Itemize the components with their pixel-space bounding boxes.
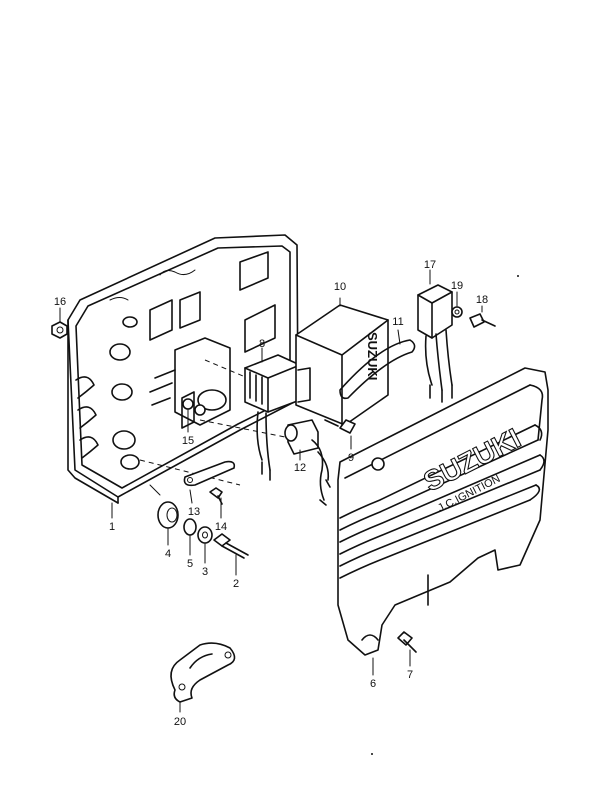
cdi-unit-part-10: SUZUKI	[295, 304, 389, 426]
electrical-base-part-1	[67, 234, 301, 504]
callout-5: 5	[187, 558, 193, 570]
bracket-part-20	[170, 642, 236, 703]
callout-19: 19	[451, 280, 463, 292]
callout-7: 7	[407, 669, 413, 681]
speck	[517, 275, 519, 277]
rectifier-part-8	[244, 354, 301, 481]
callout-13: 13	[188, 506, 200, 518]
speck	[371, 753, 373, 755]
callout-11: 11	[392, 316, 403, 328]
nut-part-16	[51, 321, 68, 339]
callout-9: 9	[348, 452, 354, 464]
callout-10: 10	[334, 281, 346, 293]
screw-part-9	[339, 419, 356, 434]
washer-part-19	[451, 306, 463, 318]
callout-8: 8	[259, 338, 265, 350]
grommet-part-4	[157, 501, 179, 529]
callout-18: 18	[476, 294, 488, 306]
screw-part-14	[209, 487, 223, 499]
collar-part-5	[183, 518, 197, 536]
callout-20: 20	[174, 716, 186, 728]
washer-part-3	[197, 526, 213, 544]
callout-16: 16	[54, 296, 66, 308]
callout-1: 1	[109, 521, 115, 533]
nut-part-15	[182, 398, 194, 410]
screw-part-18	[469, 313, 485, 328]
callout-12: 12	[294, 462, 306, 474]
callout-3: 3	[202, 566, 208, 578]
callout-15: 15	[182, 435, 194, 447]
clamp-band-part-11	[339, 339, 416, 400]
callout-14: 14	[215, 521, 227, 533]
callout-2: 2	[233, 578, 239, 590]
hardware	[51, 306, 496, 703]
callout-4: 4	[165, 548, 171, 560]
callout-labels: 1 2 3 4 5 6 7 8 9 10 11 12 13 14 15 16 1…	[54, 259, 488, 728]
screw-part-7	[397, 631, 413, 646]
cdi-brand-text: SUZUKI	[365, 332, 380, 380]
leader-lines	[59, 269, 483, 713]
callout-17: 17	[424, 259, 436, 271]
callout-6: 6	[370, 678, 376, 690]
ignition-coil-part-12	[284, 419, 331, 506]
strap-part-13	[183, 460, 236, 487]
cover-part-6: SUZUKI J.C.IGNITION	[337, 367, 549, 656]
module-part-17	[417, 284, 453, 403]
